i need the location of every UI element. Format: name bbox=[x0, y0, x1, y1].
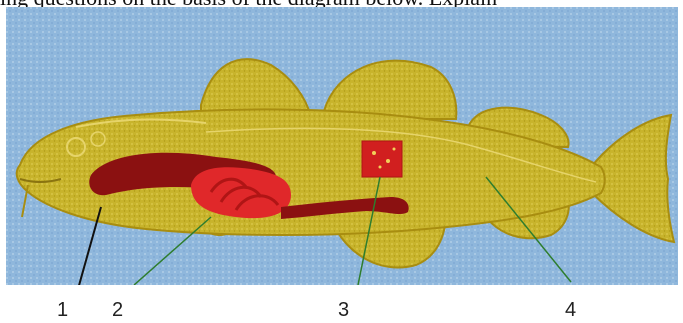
label-3: 3 bbox=[338, 299, 349, 322]
label-4: 4 bbox=[565, 299, 576, 322]
label-2: 2 bbox=[112, 299, 123, 322]
label-1: 1 bbox=[57, 299, 68, 322]
organ-square bbox=[362, 141, 402, 177]
fish-diagram bbox=[6, 7, 678, 285]
fish-illustration bbox=[6, 7, 678, 285]
